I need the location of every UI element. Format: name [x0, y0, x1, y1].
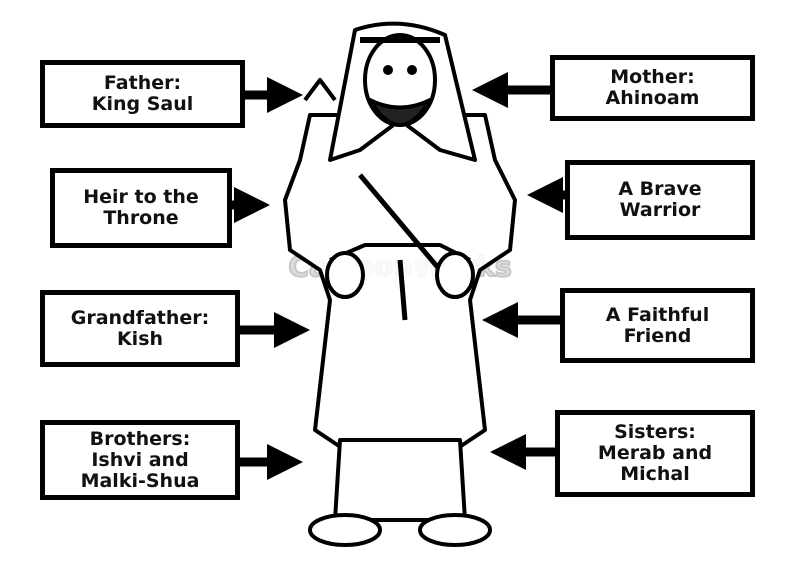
box-text: Father:: [103, 72, 182, 94]
box-text: Throne: [103, 207, 179, 229]
box-mother: Mother:Ahinoam: [550, 55, 755, 121]
box-text: Malki-Shua: [80, 469, 200, 492]
box-text: King Saul: [91, 93, 194, 115]
box-text: Ahinoam: [605, 87, 700, 109]
box-text: Grandfather:: [70, 306, 210, 329]
box-text: Brothers:: [89, 427, 191, 450]
cartoon-man: [283, 21, 517, 547]
box-text: Mother:: [610, 66, 695, 88]
box-text: A Brave: [618, 178, 702, 200]
box-text: Michal: [620, 463, 690, 485]
box-grandfather: Grandfather:Kish: [40, 290, 240, 367]
box-text: Ishvi and: [91, 448, 189, 471]
box-text: A Faithful: [605, 303, 710, 326]
box-text: Warrior: [619, 199, 701, 221]
box-father: Father:King Saul: [40, 60, 245, 128]
box-text: Heir to the: [83, 186, 199, 208]
box-text: Friend: [623, 324, 692, 347]
box-text: Sisters:: [614, 421, 696, 443]
box-text: Kish: [116, 327, 164, 350]
box-text: Merab and: [597, 442, 713, 464]
